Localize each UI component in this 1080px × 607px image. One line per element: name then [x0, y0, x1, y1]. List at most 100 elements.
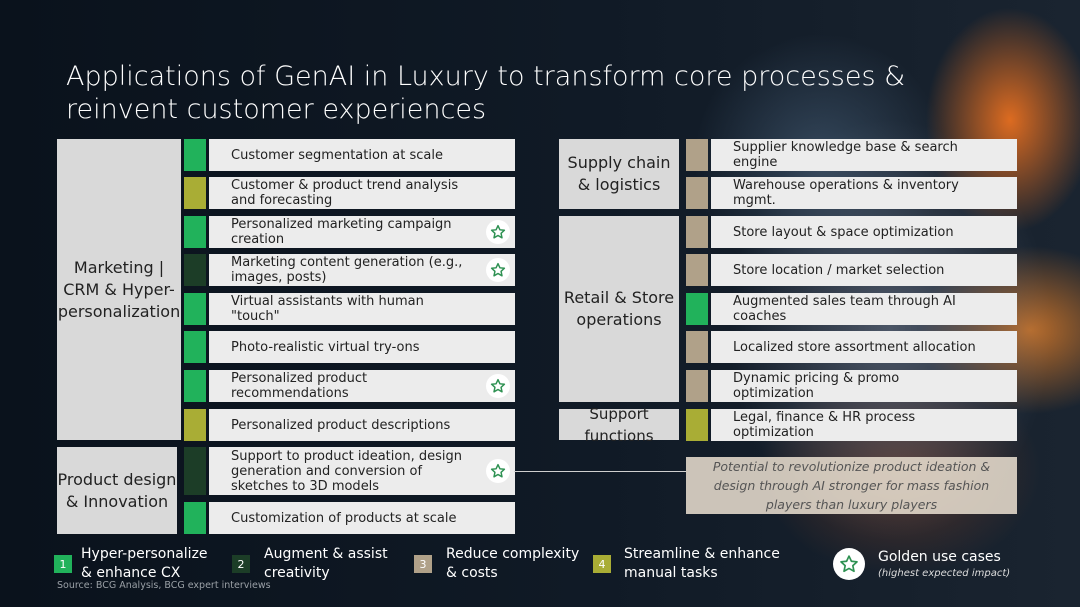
- golden-star-icon: [833, 548, 865, 580]
- callout-note: Potential to revolutionize product ideat…: [686, 457, 1017, 514]
- category-color-swatch: [184, 293, 206, 325]
- category-color-swatch: [184, 447, 206, 495]
- category-color-swatch: [686, 370, 708, 402]
- use-case-label: Virtual assistants with human "touch": [231, 294, 424, 324]
- category-color-swatch: [686, 254, 708, 286]
- category-color-swatch: [184, 216, 206, 248]
- use-case-box: Store location / market selection: [711, 254, 1017, 286]
- use-case-box: Localized store assortment allocation: [711, 331, 1017, 363]
- legend-golden-sub: (highest expected impact): [878, 568, 1011, 579]
- use-case-row: Marketing content generation (e.g., imag…: [184, 254, 515, 286]
- use-case-label: Dynamic pricing & promo optimization: [733, 371, 900, 401]
- golden-star-icon: [486, 220, 510, 244]
- use-case-box: Legal, finance & HR process optimization: [711, 409, 1017, 441]
- use-case-label: Marketing content generation (e.g., imag…: [231, 255, 463, 285]
- use-case-row: Customization of products at scale: [184, 502, 515, 534]
- category-color-swatch: [686, 139, 708, 171]
- use-case-label: Photo-realistic virtual try-ons: [231, 339, 420, 355]
- use-case-row: Dynamic pricing & promo optimization: [686, 370, 1017, 402]
- category-label: Support functions: [584, 404, 654, 445]
- category-color-swatch: [184, 502, 206, 534]
- use-case-box: Supplier knowledge base & search engine: [711, 139, 1017, 171]
- legend-number-badge: 3: [414, 555, 432, 573]
- use-case-box: Support to product ideation, design gene…: [209, 447, 515, 495]
- category-color-swatch: [686, 177, 708, 209]
- callout-note-text: Potential to revolutionize product ideat…: [712, 459, 991, 512]
- category-color-swatch: [686, 331, 708, 363]
- use-case-box: Personalized marketing campaign creation: [209, 216, 515, 248]
- use-case-row: Personalized product recommendations: [184, 370, 515, 402]
- category-color-swatch: [686, 293, 708, 325]
- source-note: Source: BCG Analysis, BCG expert intervi…: [57, 580, 271, 591]
- category-color-swatch: [686, 216, 708, 248]
- use-case-row: Photo-realistic virtual try-ons: [184, 331, 515, 363]
- use-case-label: Customer segmentation at scale: [231, 147, 443, 163]
- use-case-label: Store location / market selection: [733, 262, 945, 278]
- use-case-row: Store layout & space optimization: [686, 216, 1017, 248]
- use-case-row: Supplier knowledge base & search engine: [686, 139, 1017, 171]
- use-case-label: Supplier knowledge base & search engine: [733, 140, 958, 170]
- category-color-swatch: [184, 139, 206, 171]
- use-case-label: Customer & product trend analysis and fo…: [231, 178, 459, 208]
- use-case-box: Marketing content generation (e.g., imag…: [209, 254, 515, 286]
- category-color-swatch: [184, 370, 206, 402]
- category-label: Supply chain & logistics: [567, 153, 671, 194]
- use-case-label: Warehouse operations & inventory mgmt.: [733, 178, 959, 208]
- use-case-row: Support to product ideation, design gene…: [184, 447, 515, 495]
- use-case-box: Warehouse operations & inventory mgmt.: [711, 177, 1017, 209]
- legend-label: Augment & assist creativity: [264, 546, 388, 581]
- legend-label: Hyper-personalize & enhance CX: [81, 546, 208, 581]
- use-case-box: Personalized product recommendations: [209, 370, 515, 402]
- use-case-row: Augmented sales team through AI coaches: [686, 293, 1017, 325]
- use-case-row: Customer segmentation at scale: [184, 139, 515, 171]
- use-case-box: Dynamic pricing & promo optimization: [711, 370, 1017, 402]
- golden-star-icon: [486, 258, 510, 282]
- category-marketing: Marketing | CRM & Hyper-personalization: [57, 139, 181, 440]
- legend-number-badge: 1: [54, 555, 72, 573]
- use-case-box: Photo-realistic virtual try-ons: [209, 331, 515, 363]
- use-case-row: Customer & product trend analysis and fo…: [184, 177, 515, 209]
- use-case-box: Virtual assistants with human "touch": [209, 293, 515, 325]
- legend-golden: Golden use cases (highest expected impac…: [878, 548, 1010, 580]
- category-supply-chain: Supply chain & logistics: [559, 139, 679, 209]
- page-title: Applications of GenAI in Luxury to trans…: [66, 61, 906, 125]
- use-case-label: Localized store assortment allocation: [733, 339, 976, 355]
- category-label: Retail & Store operations: [563, 288, 675, 329]
- use-case-box: Personalized product descriptions: [209, 409, 515, 441]
- golden-star-icon: [486, 374, 510, 398]
- category-color-swatch: [184, 177, 206, 209]
- use-case-label: Legal, finance & HR process optimization: [733, 410, 916, 440]
- use-case-row: Store location / market selection: [686, 254, 1017, 286]
- use-case-box: Store layout & space optimization: [711, 216, 1017, 248]
- use-case-label: Augmented sales team through AI coaches: [733, 294, 956, 324]
- use-case-label: Personalized marketing campaign creation: [231, 217, 452, 247]
- category-color-swatch: [184, 409, 206, 441]
- use-case-row: Warehouse operations & inventory mgmt.: [686, 177, 1017, 209]
- use-case-label: Store layout & space optimization: [733, 224, 954, 240]
- category-product-design: Product design & Innovation: [57, 447, 177, 534]
- golden-star-icon: [486, 459, 510, 483]
- use-case-row: Virtual assistants with human "touch": [184, 293, 515, 325]
- category-color-swatch: [184, 254, 206, 286]
- legend-label: Reduce complexity & costs: [446, 546, 580, 581]
- use-case-row: Localized store assortment allocation: [686, 331, 1017, 363]
- use-case-row: Legal, finance & HR process optimization: [686, 409, 1017, 441]
- legend-label: Streamline & enhance manual tasks: [624, 546, 780, 581]
- use-case-row: Personalized marketing campaign creation: [184, 216, 515, 248]
- use-case-row: Personalized product descriptions: [184, 409, 515, 441]
- category-support-functions: Support functions: [559, 405, 679, 445]
- use-case-label: Personalized product descriptions: [231, 417, 451, 433]
- legend-number-badge: 4: [593, 555, 611, 573]
- category-label: Product design & Innovation: [57, 469, 177, 511]
- category-retail-store: Retail & Store operations: [559, 216, 679, 402]
- use-case-label: Support to product ideation, design gene…: [231, 448, 462, 494]
- use-case-box: Customization of products at scale: [209, 502, 515, 534]
- category-color-swatch: [184, 331, 206, 363]
- legend-golden-label: Golden use cases: [878, 549, 1001, 565]
- category-color-swatch: [686, 409, 708, 441]
- use-case-box: Customer segmentation at scale: [209, 139, 515, 171]
- use-case-box: Customer & product trend analysis and fo…: [209, 177, 515, 209]
- use-case-label: Personalized product recommendations: [231, 371, 368, 401]
- note-connector-line: [514, 471, 686, 472]
- use-case-label: Customization of products at scale: [231, 510, 457, 526]
